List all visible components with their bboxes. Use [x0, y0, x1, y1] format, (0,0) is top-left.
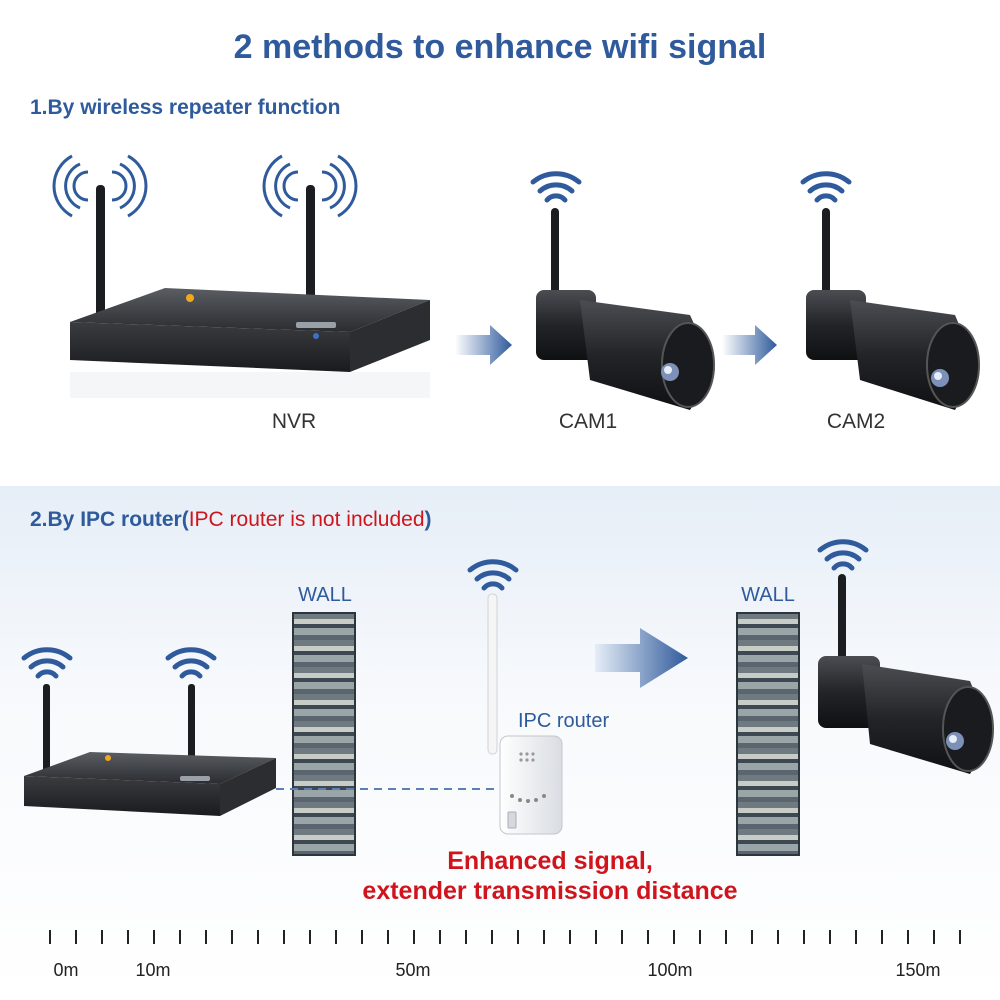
- wall-label-2: WALL: [741, 584, 795, 606]
- scale-label-100m: 100m: [647, 960, 693, 980]
- nvr-device: [24, 684, 276, 816]
- cam2-label: CAM2: [826, 410, 886, 433]
- cam1-label: CAM1: [558, 410, 618, 433]
- method2-illustration: [21, 539, 994, 835]
- wifi-icon: [800, 171, 852, 203]
- brick-wall: [736, 612, 800, 856]
- arrow-right-icon: [722, 325, 777, 365]
- scale-label-50m: 50m: [395, 960, 431, 980]
- enhanced-line-2: extender transmission distance: [362, 877, 738, 905]
- note-paren-open: (: [181, 508, 189, 531]
- antenna-signal-icon: [262, 154, 358, 218]
- brick-wall: [292, 612, 356, 856]
- method2-heading: 2.By IPC router(IPC router is not includ…: [30, 508, 432, 532]
- wall-label-1: WALL: [298, 584, 352, 606]
- wifi-icon: [817, 539, 869, 571]
- wifi-icon: [530, 171, 582, 203]
- nvr-label: NVR: [271, 410, 317, 433]
- scale-label-150m: 150m: [895, 960, 941, 980]
- nvr-device: [70, 185, 430, 398]
- distance-scale: [49, 930, 961, 944]
- camera-device: [818, 574, 994, 774]
- enhanced-signal-text: Enhanced signal, extender transmission d…: [300, 846, 800, 906]
- scale-label-0m: 0m: [53, 960, 79, 980]
- wifi-icon: [165, 647, 217, 679]
- camera-device: [806, 208, 980, 410]
- page-title: 2 methods to enhance wifi signal: [233, 28, 767, 66]
- router-not-included-note: IPC router is not included: [188, 508, 425, 531]
- method1-illustration: [52, 154, 980, 410]
- router-label: IPC router: [518, 710, 610, 732]
- enhanced-line-1: Enhanced signal,: [447, 847, 653, 875]
- camera-device: [536, 208, 715, 410]
- method2-heading-text: 2.By IPC router: [30, 508, 182, 531]
- arrow-right-icon: [595, 628, 688, 688]
- wifi-icon: [21, 647, 73, 679]
- scale-label-10m: 10m: [135, 960, 171, 980]
- antenna-signal-icon: [52, 154, 148, 218]
- note-paren-close: ): [424, 508, 432, 531]
- arrow-right-icon: [455, 325, 512, 365]
- method1-heading: 1.By wireless repeater function: [30, 96, 341, 119]
- wifi-icon: [467, 559, 519, 591]
- router-device: [487, 593, 563, 835]
